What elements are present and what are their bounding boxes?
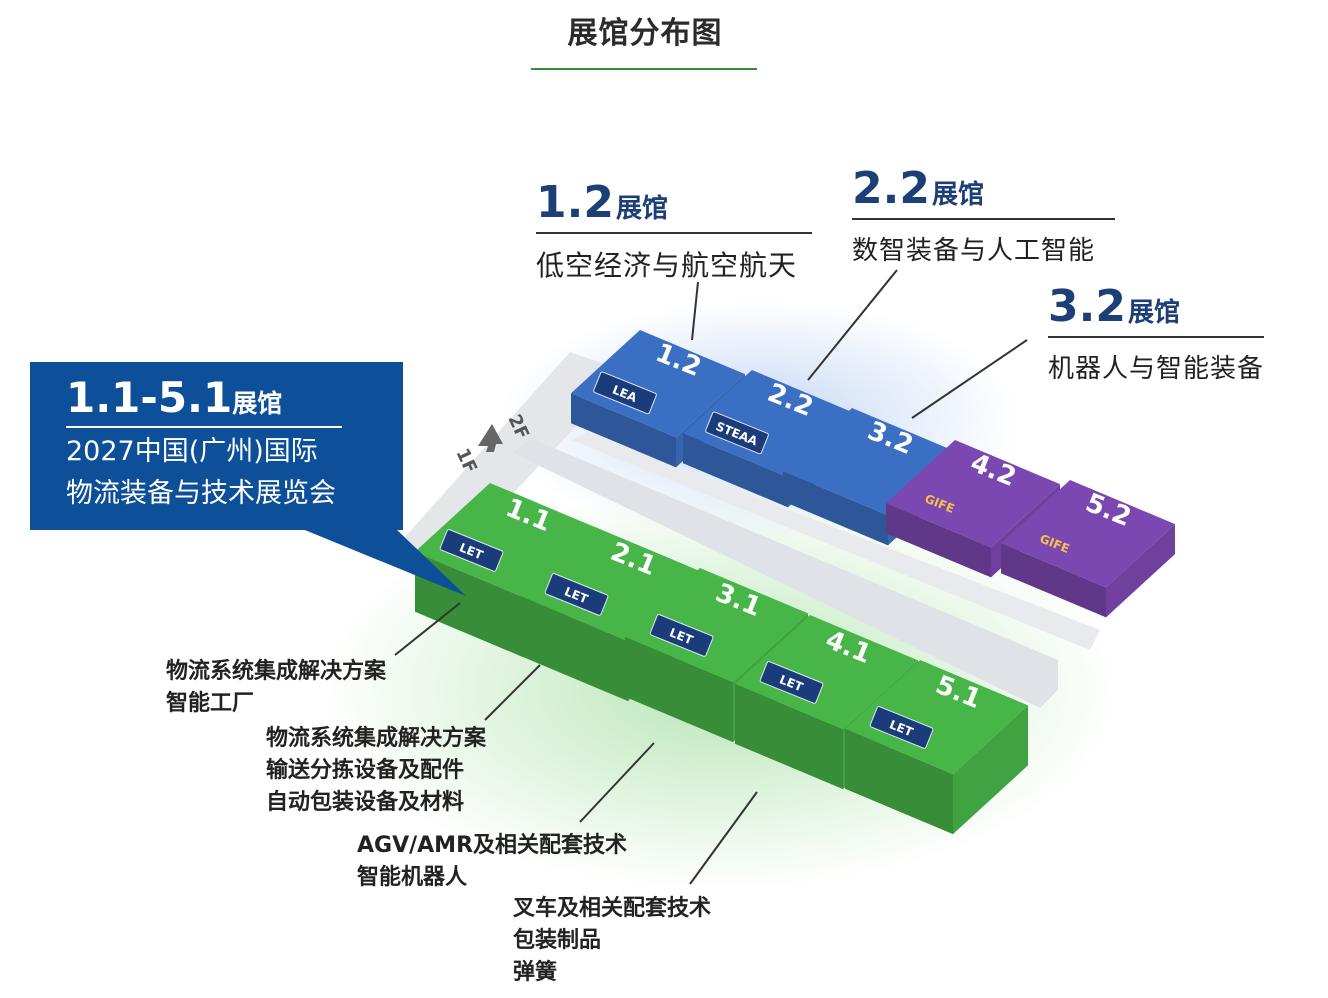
hall-block-1-2-top (571, 330, 745, 438)
walkway-2f (572, 432, 1100, 650)
hall-block-4-2-top (886, 440, 1060, 548)
note-line: 智能工厂 (166, 691, 255, 716)
callout-tail (300, 528, 466, 596)
hall-block-5-2-top (1001, 480, 1175, 588)
note-hall-4-1: 叉车及相关配套技术 包装制品 弹簧 (513, 893, 711, 989)
hall-block-2-2-logo-badge (705, 411, 769, 455)
arrow-up-icon (478, 424, 503, 452)
note-line: 智能机器人 (357, 865, 468, 890)
hall-rule (1048, 336, 1264, 338)
hall-block-5-2-front (1001, 543, 1106, 618)
walkway-1f (513, 438, 1058, 708)
hall-code: 1.2 (536, 177, 614, 228)
hall-block-1-1-logo-badge (439, 529, 504, 572)
hall-block-2-2-front (683, 433, 788, 508)
hall-block-3-2-front (783, 471, 888, 546)
hall-code: 2.2 (852, 163, 930, 214)
hall-block-1-2-logo-badge (593, 371, 657, 415)
main-box-rule (66, 426, 342, 428)
note-line: 包装制品 (513, 928, 602, 953)
hall-suffix: 展馆 (232, 389, 283, 418)
hall-desc: 数智装备与人工智能 (852, 236, 1096, 266)
leader-line (691, 281, 699, 341)
hall-block-1-2-front (571, 393, 676, 468)
leader-line (689, 791, 758, 885)
hall-block-5-1-front (845, 728, 953, 835)
leader-line (911, 339, 1028, 419)
hall-block-3-1-top (625, 568, 808, 683)
hall-suffix: 展馆 (615, 194, 668, 224)
hall-block-2-1-logo-badge (544, 573, 609, 616)
hall-block-5-1-side (953, 705, 1028, 835)
hall-block-5-1-top (845, 660, 1028, 775)
leader-line (807, 269, 898, 381)
main-box-line2: 物流装备与技术展览会 (66, 478, 336, 509)
note-line: 叉车及相关配套技术 (513, 896, 712, 921)
note-hall-2-1: 物流系统集成解决方案 输送分拣设备及配件 自动包装设备及材料 (266, 723, 486, 819)
hall-block-5-2-side (1106, 524, 1175, 618)
title-underline (531, 68, 757, 70)
note-line: 物流系统集成解决方案 (266, 726, 487, 751)
main-box-line1: 2027中国(广州)国际 (66, 436, 318, 467)
leader-line (484, 664, 541, 721)
hall-block-3-1-logo-badge (649, 614, 714, 657)
hall-block-5-1-logo-badge (869, 706, 934, 749)
main-exhibition-label: 1.1-5.1展馆 2027中国(广州)国际 物流装备与技术展览会 (30, 362, 403, 530)
hall-block-4-2-front (886, 503, 991, 578)
note-line: AGV/AMR及相关配套技术 (357, 833, 628, 858)
note-line: 输送分拣设备及配件 (266, 758, 465, 783)
hall-desc: 低空经济与航空航天 (536, 249, 798, 282)
hall-rule (536, 232, 812, 234)
hall-block-4-1-logo-badge (759, 661, 824, 704)
note-line: 物流系统集成解决方案 (166, 659, 387, 684)
hall-block-4-1-front (735, 683, 843, 790)
hall-block-4-1-top (735, 615, 918, 730)
hall-suffix: 展馆 (1127, 298, 1180, 328)
page-title: 展馆分布图 (567, 16, 723, 51)
hall-rule (852, 218, 1115, 220)
hall-suffix: 展馆 (931, 180, 984, 210)
hall-label-1-2: 1.2展馆 低空经济与航空航天 (536, 180, 812, 284)
note-hall-1-1: 物流系统集成解决方案 智能工厂 (166, 656, 386, 720)
hall-code: 3.2 (1048, 281, 1126, 332)
hall-block-3-1-front (625, 636, 733, 743)
leader-line (579, 742, 655, 823)
hall-block-2-1-front (520, 595, 628, 702)
main-hall-code: 1.1-5.1 (66, 373, 233, 422)
hall-desc: 机器人与智能装备 (1048, 354, 1265, 384)
hall-label-3-2: 3.2展馆 机器人与智能装备 (1048, 284, 1264, 385)
leader-line (394, 602, 461, 656)
note-line: 弹簧 (513, 960, 558, 985)
note-line: 自动包装设备及材料 (266, 790, 465, 815)
note-hall-3-1: AGV/AMR及相关配套技术 智能机器人 (357, 830, 627, 894)
hall-label-2-2: 2.2展馆 数智装备与人工智能 (852, 166, 1115, 267)
